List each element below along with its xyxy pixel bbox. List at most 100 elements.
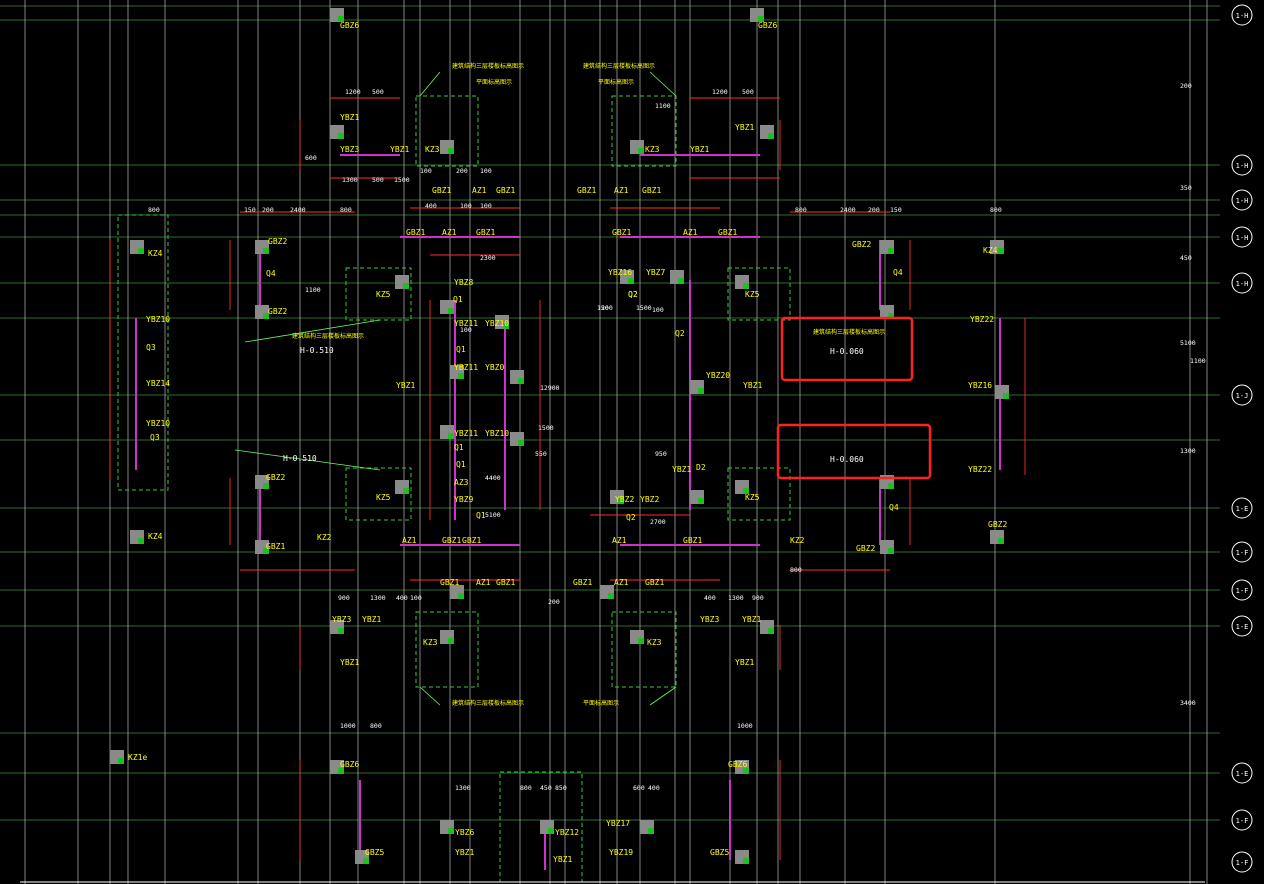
column-label: YBZ9 [454, 495, 473, 504]
axis-bubble [1231, 384, 1253, 406]
column-label: GBZ1 [577, 186, 596, 195]
column-label: GBZ2 [856, 544, 875, 553]
column-label: YBZ1 [672, 465, 691, 474]
column-label: YBZ1 [553, 855, 572, 864]
note-leader-line [649, 71, 677, 97]
column-hatch [888, 548, 894, 554]
dimension-text: 3300 [0, 0, 16, 2]
dimension-text: 150 [244, 206, 256, 214]
axis-bubble-label: 1-J [1236, 392, 1249, 400]
axis-bubble [1231, 851, 1253, 873]
elevation-note-upper: H-0.060 [830, 347, 864, 356]
dimension-text: 1300 [728, 594, 744, 602]
column-hatch [743, 488, 749, 494]
column-label: YBZ16 [968, 381, 992, 390]
dashed-region-box [611, 95, 677, 167]
column-label: GBZ1 [645, 578, 664, 587]
column-label: GBZ6 [340, 760, 359, 769]
column-hatch [448, 148, 454, 154]
dimension-text: 3400 [1180, 699, 1196, 707]
column-hatch [998, 538, 1004, 544]
column-label: GBZ6 [728, 760, 747, 769]
elevation-note-lower: H-0.060 [830, 455, 864, 464]
column-hatch [628, 278, 634, 284]
column-label: YBZ1 [742, 615, 761, 624]
column-hatch [888, 483, 894, 489]
column-label: Q3 [150, 433, 160, 442]
axis-bubble [1231, 189, 1253, 211]
column-label: KZ3 [425, 145, 440, 154]
dimension-text: 4400 [485, 474, 501, 482]
column-hatch [638, 638, 644, 644]
dimension-text: 200 [601, 304, 613, 312]
column-label: D2 [696, 463, 706, 472]
column-label: GBZ1 [462, 536, 481, 545]
column-label: AZ1 [476, 578, 491, 587]
column-label: YBZ3 [700, 615, 719, 624]
column-label: GBZ1 [432, 186, 451, 195]
column-hatch [678, 278, 684, 284]
column-label: YBZ1 [396, 381, 415, 390]
column-label: KZ5 [376, 290, 391, 299]
axis-bubble [1231, 4, 1253, 26]
column-label: KZ4 [983, 246, 998, 255]
column-label: GBZ2 [266, 473, 285, 482]
highlight-box-lower [776, 423, 932, 480]
axis-bubble-label: 1-F [1236, 817, 1249, 825]
column-hatch [448, 308, 454, 314]
column-label: YBZ1 [340, 113, 359, 122]
column-label: YBZ1 [735, 123, 754, 132]
column-hatch [548, 828, 554, 834]
dimension-text: 150 [890, 206, 902, 214]
column-label: YBZ10 [146, 315, 170, 324]
axis-bubble-label: 1-E [1236, 770, 1249, 778]
column-hatch [518, 378, 524, 384]
dimension-text: 1200 [345, 88, 361, 96]
axis-bubble-label: 1-E [1236, 505, 1249, 513]
axis-bubble-label: 1-F [1236, 859, 1249, 867]
dimension-text: 1500 [394, 176, 410, 184]
chinese-annotation: 建筑结构三层楼板标高图示 [292, 332, 364, 340]
axis-bubble-label: 1-H [1236, 197, 1249, 205]
column-hatch [338, 133, 344, 139]
column-label: YBZ2 [640, 495, 659, 504]
dimension-text: 500 [372, 176, 384, 184]
dimension-text: 800 [795, 206, 807, 214]
column-label: GBZ1 [496, 186, 515, 195]
dimension-text: 100 [480, 202, 492, 210]
dimension-text: 800 [370, 722, 382, 730]
column-hatch [768, 628, 774, 634]
column-label: GBZ6 [340, 21, 359, 30]
dimension-text: 850 [555, 784, 567, 792]
column-hatch [618, 498, 624, 504]
column-label: YBZ22 [970, 315, 994, 324]
column-hatch [338, 768, 344, 774]
column-label: YBZ17 [606, 819, 630, 828]
column-hatch [648, 828, 654, 834]
column-label: GBZ1 [266, 542, 285, 551]
note-leader-line [419, 71, 441, 97]
column-label: AZ1 [614, 578, 629, 587]
column-hatch [138, 538, 144, 544]
dimension-text: 1500 [636, 304, 652, 312]
dimension-text: 1100 [655, 102, 671, 110]
elevation-note-left-upper: H-0.510 [300, 346, 334, 355]
column-label: Q1 [456, 460, 466, 469]
column-hatch [743, 858, 749, 864]
elevation-note-left-lower: H-0.510 [283, 454, 317, 463]
dimension-text: 5100 [1180, 339, 1196, 347]
column-label: YBZ12 [555, 828, 579, 837]
column-label: YBZ11 [454, 363, 478, 372]
column-hatch [263, 313, 269, 319]
dimension-text: 100 [420, 167, 432, 175]
column-label: GBZ2 [268, 237, 287, 246]
dimension-text: 1100 [1190, 357, 1206, 365]
column-label: Q1 [453, 295, 463, 304]
dimension-text: 200 [262, 206, 274, 214]
column-label: GBZ1 [683, 536, 702, 545]
column-label: GBZ1 [718, 228, 737, 237]
